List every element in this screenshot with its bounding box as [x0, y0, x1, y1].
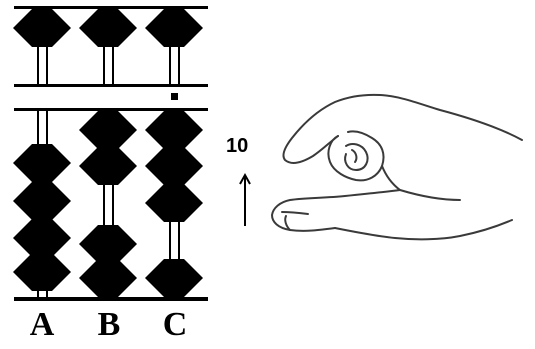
abacus-bead — [79, 9, 137, 47]
abacus-bead — [13, 144, 71, 182]
abacus-bead — [13, 219, 71, 257]
abacus-bead — [79, 111, 137, 149]
up-arrow-icon — [239, 172, 251, 226]
abacus-top-frame — [14, 6, 208, 9]
abacus-bottom-frame — [14, 297, 208, 301]
value-label: 10 — [226, 135, 249, 157]
column-label-a: A — [29, 306, 55, 343]
abacus-bead — [145, 111, 203, 149]
abacus-bead — [13, 182, 71, 220]
column-label-c: C — [162, 306, 188, 343]
abacus-beam-lower — [14, 108, 208, 111]
abacus-bead — [145, 147, 203, 185]
abacus-bead — [13, 253, 71, 291]
hand-pinch-icon — [271, 93, 523, 241]
abacus-bead — [145, 9, 203, 47]
abacus-bead — [145, 184, 203, 222]
abacus-rod — [112, 111, 114, 297]
column-label-b: B — [97, 306, 121, 343]
unit-dot — [171, 93, 178, 100]
abacus-bead — [79, 147, 137, 185]
abacus-bead — [13, 9, 71, 47]
abacus-bead — [145, 259, 203, 297]
abacus-bead — [79, 225, 137, 263]
abacus-beam-upper — [14, 84, 208, 87]
abacus-bead — [79, 259, 137, 297]
abacus-rod — [103, 111, 105, 297]
